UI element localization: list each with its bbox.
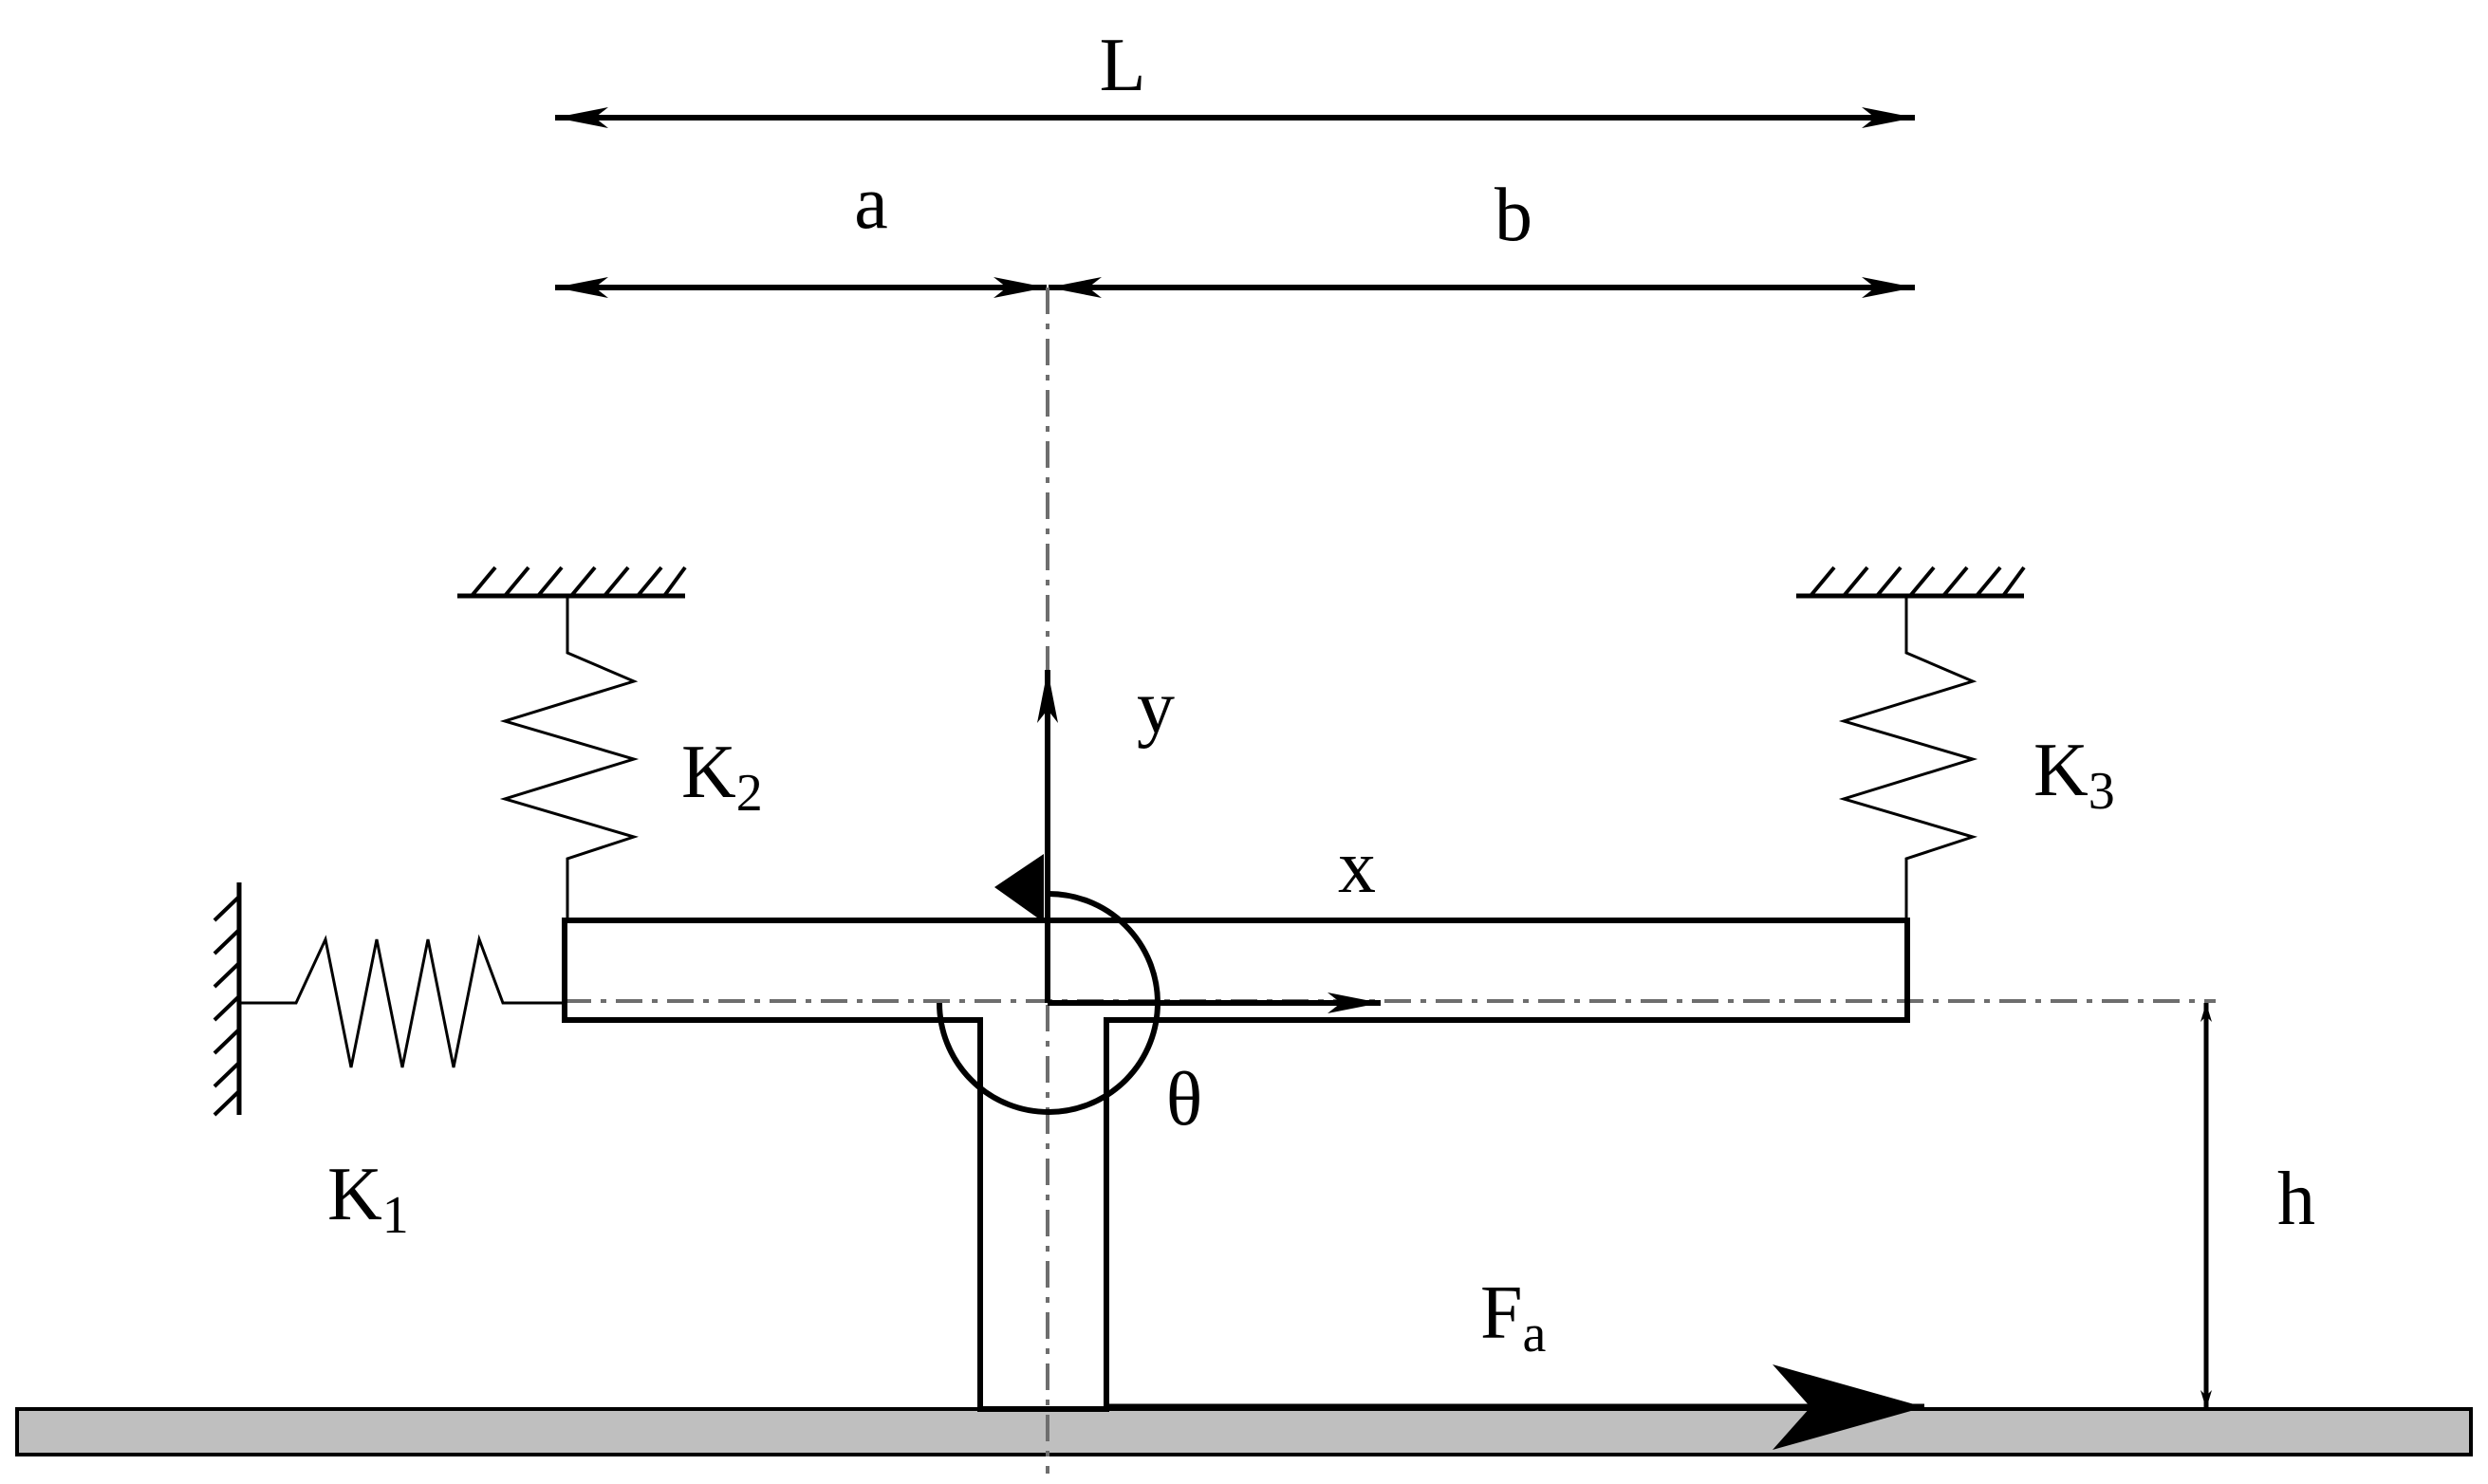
label-K2: K2 — [681, 731, 763, 823]
label-b: b — [1495, 174, 1532, 257]
ground-plate — [15, 1407, 2473, 1456]
label-K1: K1 — [327, 1153, 409, 1245]
label-a: a — [854, 161, 888, 245]
spring-K1 — [239, 934, 565, 1068]
t-shaped-body — [562, 918, 1910, 1412]
label-x: x — [1338, 825, 1376, 909]
spring-K2 — [499, 596, 640, 920]
spring-K3 — [1838, 596, 1978, 920]
label-y: y — [1137, 666, 1175, 750]
label-Fa: Fa — [1480, 1271, 1547, 1363]
label-L: L — [1100, 24, 1146, 107]
top-right-ceiling-support — [1796, 566, 2026, 599]
label-theta: θ — [1166, 1058, 1202, 1141]
rotation-arrowhead — [994, 854, 1044, 922]
label-h: h — [2277, 1158, 2315, 1241]
rotation-arc-theta — [937, 890, 1160, 1115]
top-left-ceiling-support — [457, 566, 687, 599]
left-wall-support — [213, 882, 242, 1117]
label-K3: K3 — [2033, 729, 2115, 821]
